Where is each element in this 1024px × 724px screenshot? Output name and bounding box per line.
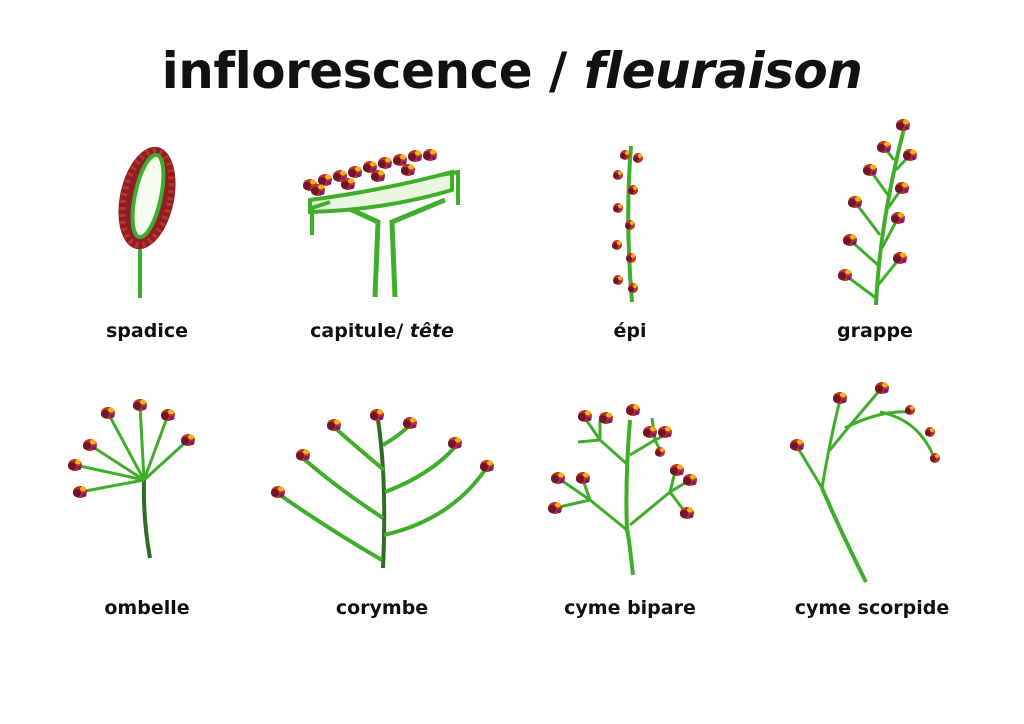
- title-alt: fleuraison: [583, 42, 863, 100]
- label-cyme-bipare: cyme bipare: [564, 597, 696, 619]
- title-separator: /: [532, 42, 584, 100]
- title-main: inflorescence: [161, 42, 533, 100]
- label-cyme-scorpide: cyme scorpide: [794, 597, 950, 619]
- label-ombelle: ombelle: [104, 597, 190, 619]
- label-spadice: spadice: [106, 320, 188, 342]
- label-epi: épi: [613, 320, 647, 342]
- label-grappe: grappe: [837, 320, 913, 342]
- label-capitule: capitule/ tête: [310, 320, 454, 342]
- label-corymbe: corymbe: [335, 597, 429, 619]
- label-tete: tête: [409, 320, 454, 342]
- page-title: inflorescence / fleuraison: [0, 42, 1024, 100]
